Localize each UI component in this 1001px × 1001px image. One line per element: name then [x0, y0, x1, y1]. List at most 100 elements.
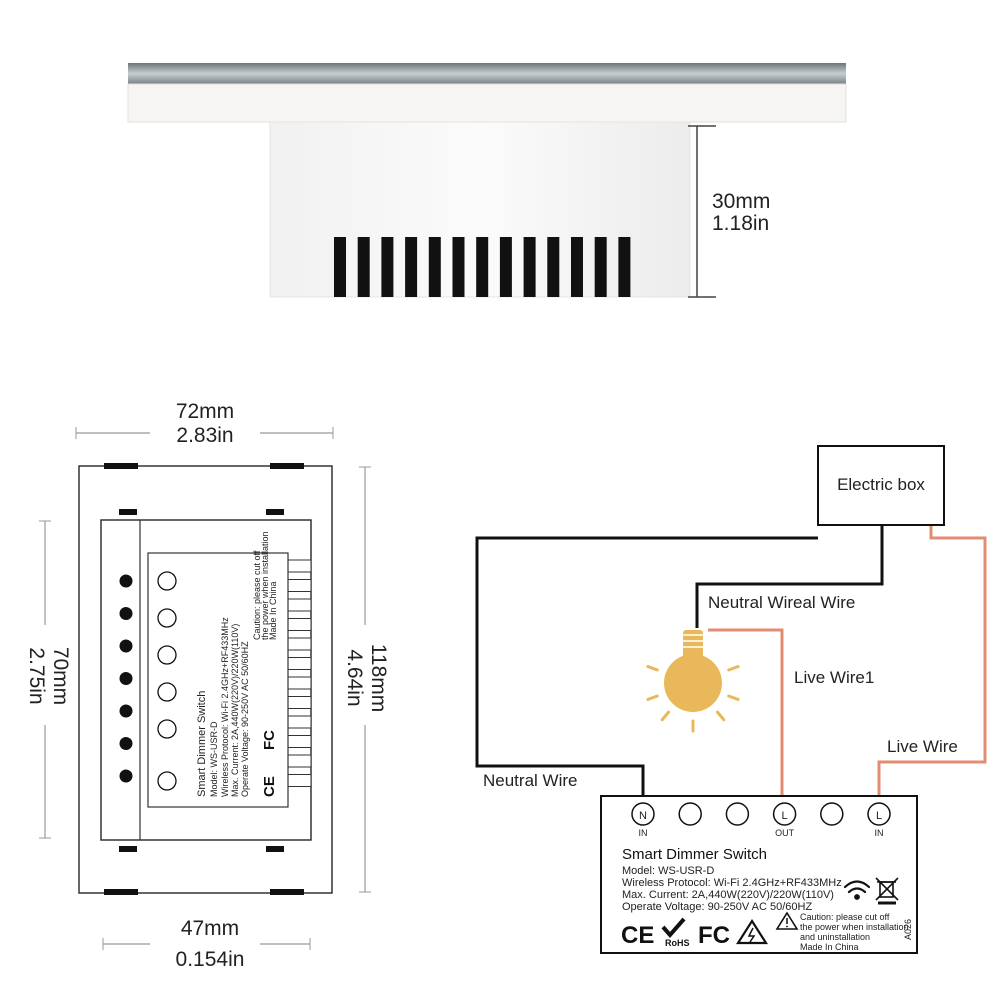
- fv-made-in: Made In China: [268, 581, 278, 640]
- terminal-circle: [678, 802, 702, 826]
- vent-slot: [452, 237, 465, 297]
- bulb-ray: [660, 710, 671, 722]
- terminal-sub: IN: [639, 828, 648, 838]
- module-rib: [287, 774, 312, 787]
- terminal-letter: L: [782, 810, 788, 822]
- inner-height-in-label: 2.75in: [25, 647, 48, 704]
- ce-mark: CE: [621, 922, 654, 949]
- module-rib: [287, 754, 312, 768]
- inner-height-mm-label: 70mm: [49, 647, 72, 705]
- vent-slot: [381, 237, 394, 297]
- terminal-screw: [119, 607, 133, 620]
- width-in-label: 2.83in: [176, 424, 233, 447]
- terminal-sub: OUT: [775, 828, 795, 838]
- vent-slot: [499, 237, 512, 297]
- wiring-diagram: Electric box Neutral Wireal Wire Live Wi…: [475, 445, 987, 954]
- terminal-circle: [772, 802, 797, 826]
- fv-terminal: [157, 719, 177, 739]
- bulb-ray: [646, 665, 659, 672]
- bulb-ray: [715, 710, 726, 722]
- vent-slot: [476, 237, 489, 297]
- vent-slot: [334, 237, 346, 297]
- caution-triangle-icon: [775, 911, 799, 930]
- caution-text-3: and uninstallation: [800, 932, 870, 942]
- vent-slot: [357, 237, 370, 297]
- height-mm-label: 118mm: [367, 644, 390, 712]
- label-current: Max. Current: 2A,440W(220V)/220W(110V): [622, 889, 834, 901]
- front-view: 72mm 2.83in Smart Dimmer Switch Model: W…: [20, 400, 392, 971]
- live-wire-lamp: [708, 628, 784, 800]
- terminal-screw: [119, 639, 133, 653]
- switch-module: [600, 795, 918, 954]
- depth-mm-label: 30mm: [712, 190, 770, 213]
- terminal-circle: [867, 802, 891, 826]
- module-rib: [287, 657, 312, 670]
- width-mm-label: 72mm: [176, 400, 234, 423]
- terminal-screw: [119, 574, 133, 588]
- bulb-ray: [646, 694, 659, 701]
- vent-slot: [571, 237, 583, 297]
- terminal-circle: [820, 802, 844, 826]
- terminal-screws: [119, 574, 133, 783]
- light-bulb-icon: [646, 630, 740, 733]
- made-in-text: Made In China: [800, 942, 859, 952]
- terminal-sub: IN: [875, 828, 884, 838]
- label-title: Smart Dimmer Switch: [622, 846, 767, 863]
- fc-mark: FC: [698, 922, 730, 949]
- electric-box: [817, 445, 945, 526]
- live-wire-main: [877, 525, 987, 800]
- depth-in-label: 1.18in: [712, 212, 769, 235]
- live-wire1-label: Live Wire1: [794, 668, 874, 687]
- side-view: 30mm 1.18in: [127, 63, 847, 298]
- product-code: A026: [903, 919, 913, 940]
- vent-slot: [594, 237, 607, 297]
- caution-text-2: the power when installation: [800, 922, 909, 932]
- neutral-wireal-wire-label: Neutral Wireal Wire: [708, 593, 855, 612]
- module-rib: [287, 559, 312, 573]
- bottom-width-in-label: 0.154in: [176, 948, 245, 971]
- terminal-screw: [119, 769, 133, 783]
- caution-text: Caution: please cut off: [800, 912, 890, 922]
- fv-terminal: [157, 682, 177, 702]
- label-model: Model: WS-USR-D: [622, 865, 714, 877]
- bottom-width-mm-label: 47mm: [181, 917, 239, 940]
- check-mark-icon: [661, 917, 686, 939]
- label-protocol: Wireless Protocol: Wi-Fi 2.4GHz+RF433MHz: [622, 877, 842, 889]
- terminal-circle: [631, 802, 655, 826]
- terminal-letter: N: [639, 810, 647, 822]
- vent-slot: [618, 237, 631, 297]
- fv-terminal: [157, 571, 177, 591]
- module-rib: [287, 579, 312, 592]
- fv-terminal: [157, 608, 177, 628]
- module-label: [147, 552, 289, 808]
- height-in-label: 4.64in: [343, 649, 366, 706]
- label-voltage: Operate Voltage: 90-250V AC 50/60HZ: [622, 901, 812, 913]
- fv-title: Smart Dimmer Switch: [196, 691, 208, 797]
- module-rib: [287, 715, 312, 729]
- vent-slots: [334, 237, 631, 297]
- module-rib: [287, 676, 312, 690]
- neutral-wire-label: Neutral Wire: [483, 771, 577, 790]
- fv-voltage: Operate Voltage: 90-250V AC 50/60HZ: [240, 641, 250, 797]
- terminal-screw: [119, 737, 133, 750]
- rohs-mark: RoHS: [665, 938, 690, 948]
- wifi-icon: [843, 880, 871, 900]
- fv-protocol: Wireless Protocol: Wi-Fi 2.4GHz+RF433MHz: [220, 617, 230, 797]
- vent-slot: [428, 237, 441, 297]
- fv-fc-mark: FC: [261, 730, 278, 750]
- terminal-screw: [119, 704, 133, 718]
- terminal-screw: [119, 672, 133, 685]
- terminal-circle: [725, 802, 750, 826]
- weee-bin-icon: [875, 877, 899, 905]
- terminal-letter: L: [876, 810, 882, 822]
- electric-box-label: Electric box: [837, 475, 925, 494]
- fv-model: Model: WS-USR-D: [209, 721, 219, 797]
- module-rib: [287, 637, 312, 651]
- fv-terminal: [157, 771, 177, 791]
- bulb-ray: [727, 694, 740, 701]
- fv-ce-mark: CE: [261, 776, 278, 797]
- module-rib: [287, 618, 312, 631]
- vent-slot: [547, 237, 560, 297]
- fv-caution2: the power when installation: [260, 531, 270, 640]
